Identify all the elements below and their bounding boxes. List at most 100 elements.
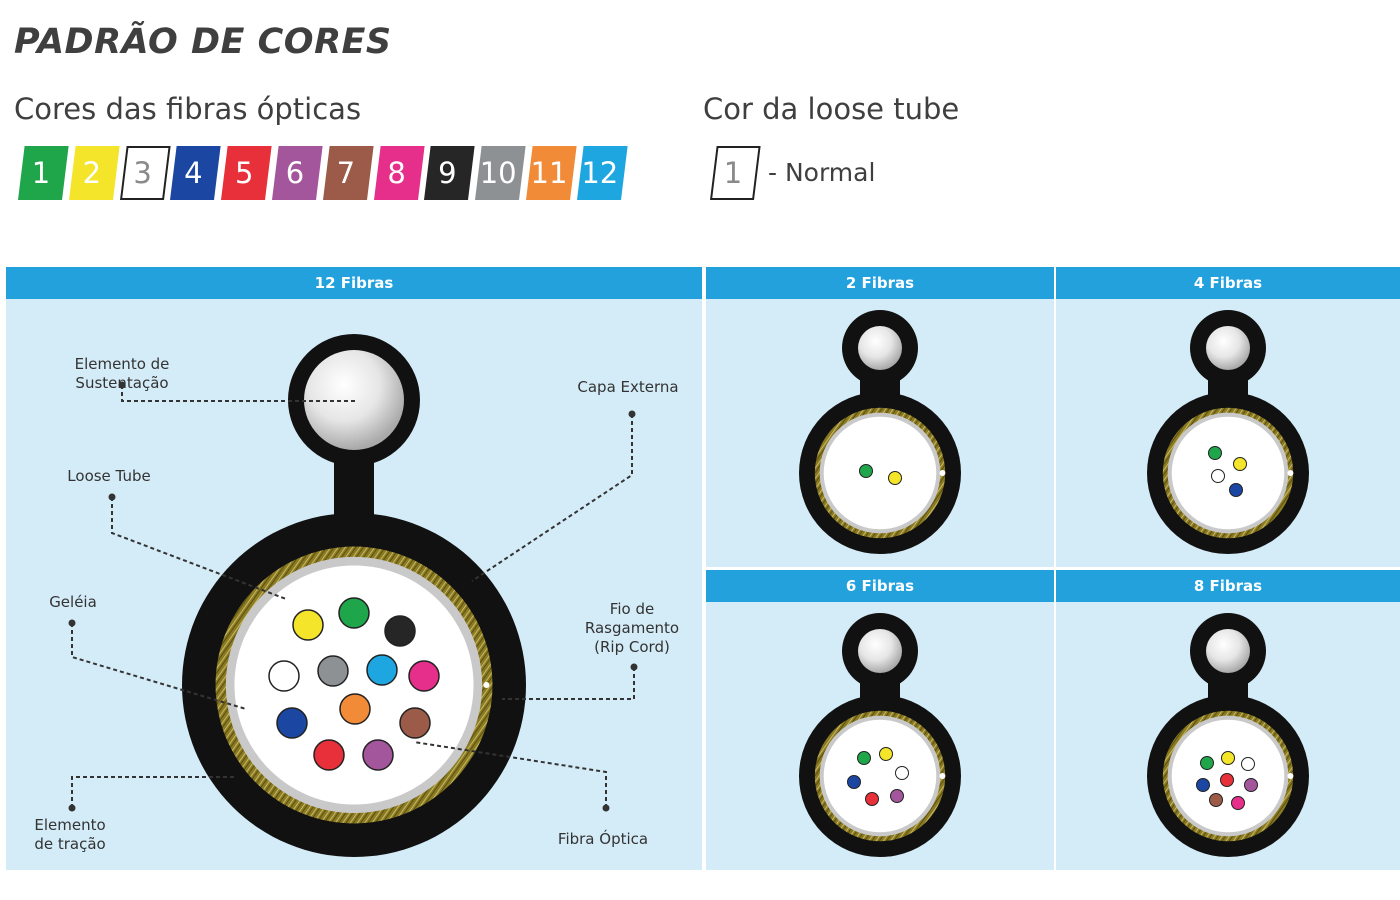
fiber-4	[1229, 483, 1243, 497]
leader-loose-tube	[111, 497, 287, 600]
fiber-swatch-2: 2	[68, 146, 120, 202]
fiber-swatch-12: 12	[576, 146, 628, 202]
fiber-swatch-number: 5	[234, 156, 254, 190]
fiber-1	[1208, 446, 1222, 460]
leader-elemento-tracao	[71, 776, 234, 808]
leader-fibra-optica	[413, 741, 607, 808]
callout-dot	[628, 410, 636, 418]
callout-loose-tube: Loose Tube	[67, 467, 150, 485]
fiber-swatch-5: 5	[221, 146, 272, 202]
callout-fibra-optica-line: Fibra Óptica	[558, 829, 648, 848]
fiber-9	[384, 615, 416, 647]
fiber-swatch-3: 3	[119, 146, 171, 202]
panel-2-fibras-header: 2 Fibras	[706, 267, 1054, 299]
fiber-6	[890, 789, 904, 803]
callout-fio-rasgamento-line: Rasgamento	[585, 619, 679, 637]
panel-2-fibras: 2 Fibras	[706, 267, 1054, 567]
callout-elemento-tracao-line: Elemento	[34, 816, 105, 834]
panel-8-fibras-header: 8 Fibras	[1056, 570, 1400, 602]
fiber-swatch-number: 4	[184, 156, 203, 190]
callout-geleia: Geléia	[49, 593, 97, 611]
fiber-swatch-number: 7	[336, 156, 356, 190]
fiber-2	[888, 471, 902, 485]
callout-fio-rasgamento-line: (Rip Cord)	[594, 638, 670, 656]
fiber-swatch-number: 3	[133, 156, 152, 190]
callout-dot	[108, 493, 116, 501]
cable-cross-section	[799, 310, 961, 554]
callout-loose-tube-line: Loose Tube	[67, 467, 150, 485]
messenger-wire	[858, 629, 902, 673]
cable-cross-section	[799, 613, 961, 857]
cable-cross-section	[1147, 613, 1309, 857]
panel-6-fibras: 6 Fibras	[706, 570, 1054, 870]
fiber-swatch-number: 12	[581, 156, 619, 190]
fiber-5	[1220, 773, 1234, 787]
fiber-swatch-11: 11	[526, 146, 577, 202]
fiber-swatch-number: 10	[479, 156, 517, 190]
panel-8-fibras: 8 Fibras	[1056, 570, 1400, 870]
fiber-1	[1200, 756, 1214, 770]
fiber-3	[1211, 469, 1225, 483]
page-title: PADRÃO DE CORES	[14, 22, 392, 62]
callout-elemento-tracao-line: de tração	[34, 835, 105, 853]
cable-12-fibras-diagram: Elemento deSustentaçãoLoose TubeGeléiaEl…	[34, 334, 679, 857]
fiber-swatch-number: 6	[285, 156, 305, 190]
fiber-2	[879, 747, 893, 761]
rip-cord	[1287, 773, 1294, 779]
fiber-swatch-9: 9	[424, 146, 476, 202]
fiber-11	[339, 693, 371, 725]
loose-tube-label: - Normal	[768, 158, 876, 187]
leader-elemento-sustentacao	[121, 385, 358, 402]
fiber-swatch-number: 1	[31, 156, 51, 190]
fiber-swatch-7: 7	[322, 146, 374, 202]
fiber-4	[276, 707, 308, 739]
panel-12-fibras: 12 Fibras Elemento deSustentaçãoLoose Tu…	[6, 267, 702, 870]
fiber-5	[865, 792, 879, 806]
callout-fibra-optica: Fibra Óptica	[558, 829, 648, 848]
rip-cord	[1287, 470, 1294, 476]
gel-fill	[823, 719, 937, 833]
fiber-8	[408, 660, 440, 692]
fiber-10	[317, 655, 349, 687]
panel-6-fibras-header: 6 Fibras	[706, 570, 1054, 602]
fiber-6	[1244, 778, 1258, 792]
fiber-swatch-number: 11	[530, 156, 568, 190]
cable-4-fibras-diagram	[1147, 310, 1309, 554]
fiber-3	[1241, 757, 1255, 771]
fiber-swatch-number: 9	[438, 156, 457, 190]
rip-cord	[939, 773, 946, 779]
loose-tube-heading: Cor da loose tube	[703, 92, 960, 126]
fiber-swatch-6: 6	[272, 146, 323, 202]
fiber-swatch-10: 10	[475, 146, 526, 202]
callout-dot	[68, 804, 76, 812]
callout-dot	[68, 619, 76, 627]
callout-dot	[602, 804, 610, 812]
cable-cross-section	[182, 334, 526, 857]
fiber-6	[362, 739, 394, 771]
fiber-3	[895, 766, 909, 780]
fiber-colors-heading: Cores das fibras ópticas	[14, 92, 362, 126]
cable-6-fibras-diagram	[799, 613, 961, 857]
callout-geleia-line: Geléia	[49, 593, 97, 611]
fiber-2	[1233, 457, 1247, 471]
fiber-swatch-1: 1	[18, 146, 69, 202]
callouts: Elemento deSustentaçãoLoose TubeGeléiaEl…	[34, 355, 679, 853]
loose-tube-swatch: 1	[710, 146, 761, 202]
callout-dot	[630, 663, 638, 671]
cable-8-fibras-diagram	[1147, 613, 1309, 857]
messenger-wire	[1206, 326, 1250, 370]
callout-capa-externa: Capa Externa	[577, 378, 678, 396]
leader-capa-externa	[471, 414, 633, 582]
fiber-5	[313, 739, 345, 771]
fiber-7	[399, 707, 431, 739]
gel-fill	[823, 416, 937, 530]
fiber-1	[338, 597, 370, 629]
callout-capa-externa-line: Capa Externa	[577, 378, 678, 396]
rip-cord	[939, 470, 946, 476]
fiber-2	[292, 609, 324, 641]
fiber-swatch-4: 4	[170, 146, 222, 202]
fiber-1	[859, 464, 873, 478]
cable-cross-section	[1147, 310, 1309, 554]
fiber-swatch-number: 2	[82, 156, 102, 190]
